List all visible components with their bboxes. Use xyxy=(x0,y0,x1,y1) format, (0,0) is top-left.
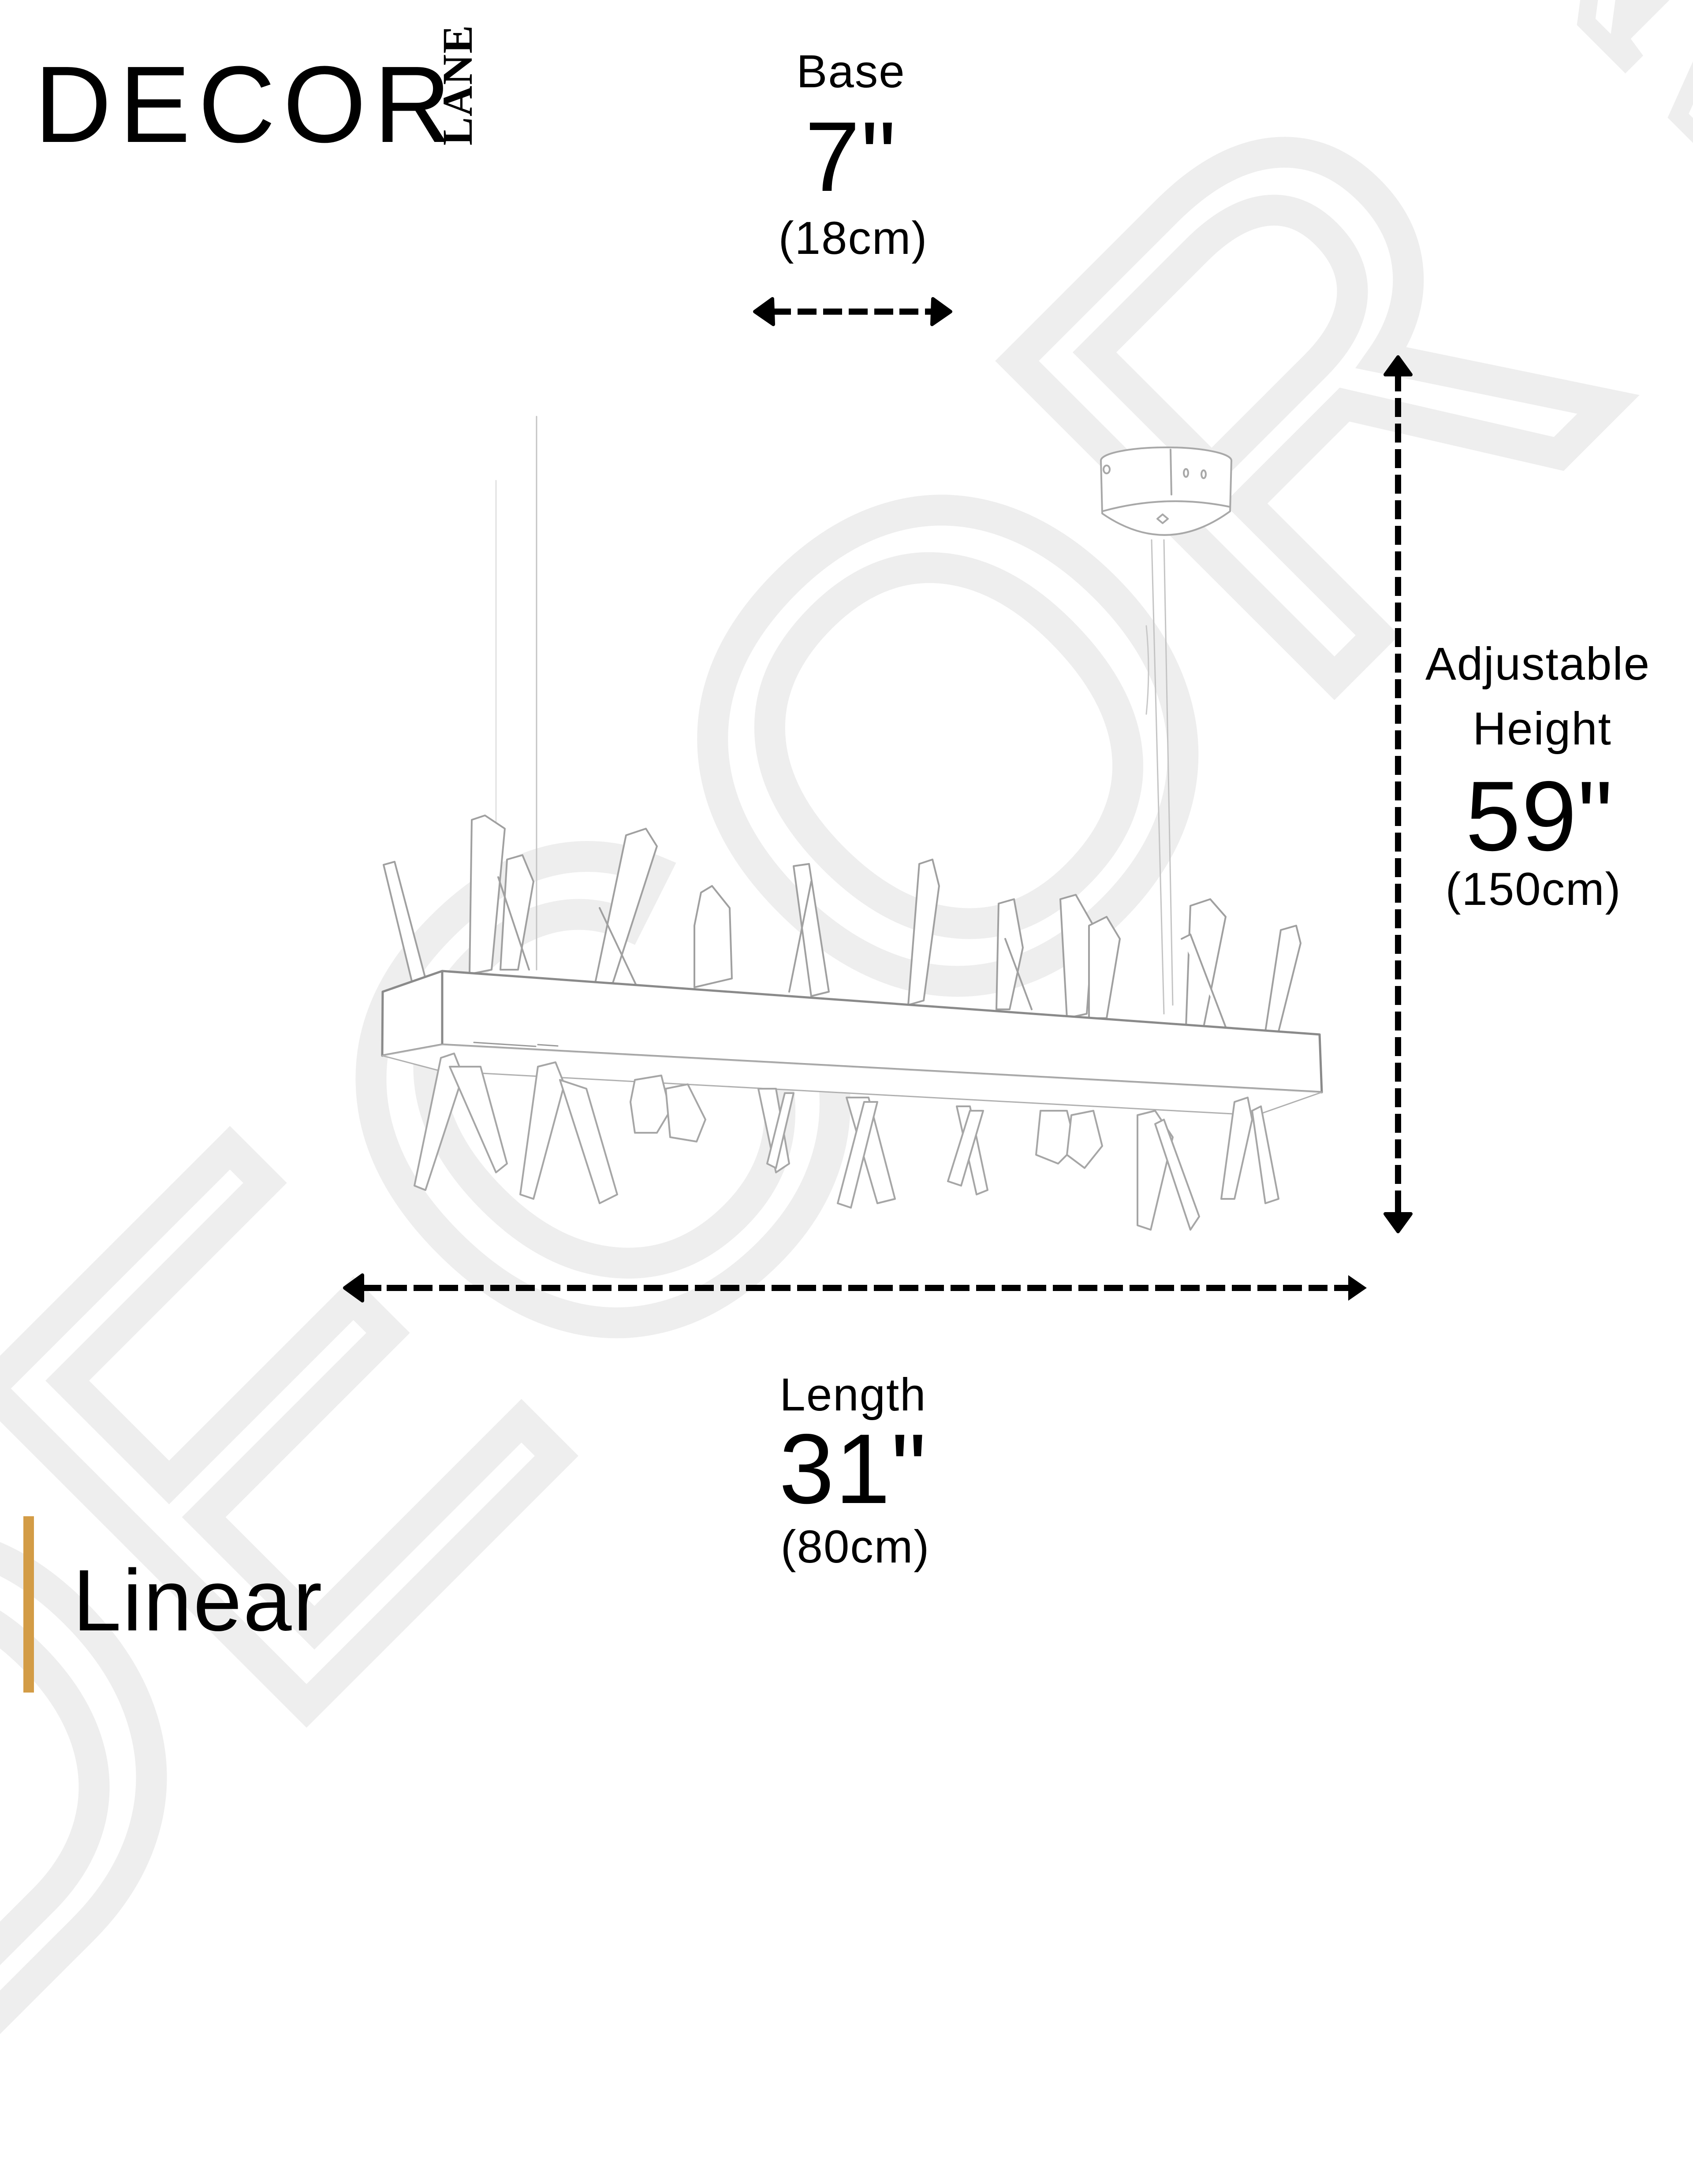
logo-decor-text: DECOR xyxy=(34,44,459,165)
length-metric-value: (80cm) xyxy=(780,1521,930,1573)
brand-logo: DECOR LANE xyxy=(0,0,485,176)
length-dashed-line xyxy=(362,1285,1349,1291)
base-metric-value: (18cm) xyxy=(778,212,928,264)
accent-bar xyxy=(23,1516,34,1693)
length-arrow-right-cap xyxy=(1348,1275,1367,1301)
height-metric-value: (150cm) xyxy=(1445,863,1622,915)
height-dashed-line xyxy=(1395,391,1401,1200)
canopy xyxy=(1100,446,1232,536)
length-imperial-value: 31" xyxy=(779,1413,928,1524)
height-arrow-icon xyxy=(1383,355,1413,1233)
length-label: Length xyxy=(779,1369,927,1421)
chandelier-illustration xyxy=(343,297,1413,1302)
style-label: Linear xyxy=(73,1551,324,1649)
height-label-line1: Adjustable xyxy=(1425,638,1651,690)
base-label: Base xyxy=(796,46,906,97)
height-label-line2: Height xyxy=(1473,703,1612,755)
height-imperial-value: 59" xyxy=(1465,760,1614,871)
base-arrow-icon xyxy=(753,297,952,326)
base-imperial-value: 7" xyxy=(805,101,897,212)
beam xyxy=(381,970,1323,1116)
